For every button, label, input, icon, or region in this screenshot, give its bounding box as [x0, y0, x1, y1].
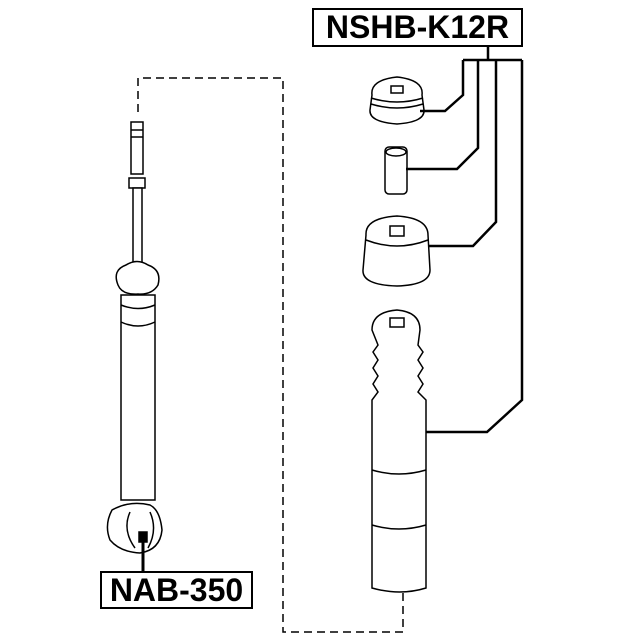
assembly-dashed-line: [137, 77, 404, 633]
bump-stop-top: [369, 76, 425, 125]
part-number-label-bushing: NAB-350: [100, 571, 253, 609]
cup: [362, 215, 431, 287]
shock-absorber: [106, 121, 163, 554]
dust-boot: [371, 309, 427, 593]
part-number-label-kit: NSHB-K12R: [312, 8, 523, 47]
kit-leader-lines: [406, 47, 524, 434]
sleeve: [384, 146, 408, 195]
